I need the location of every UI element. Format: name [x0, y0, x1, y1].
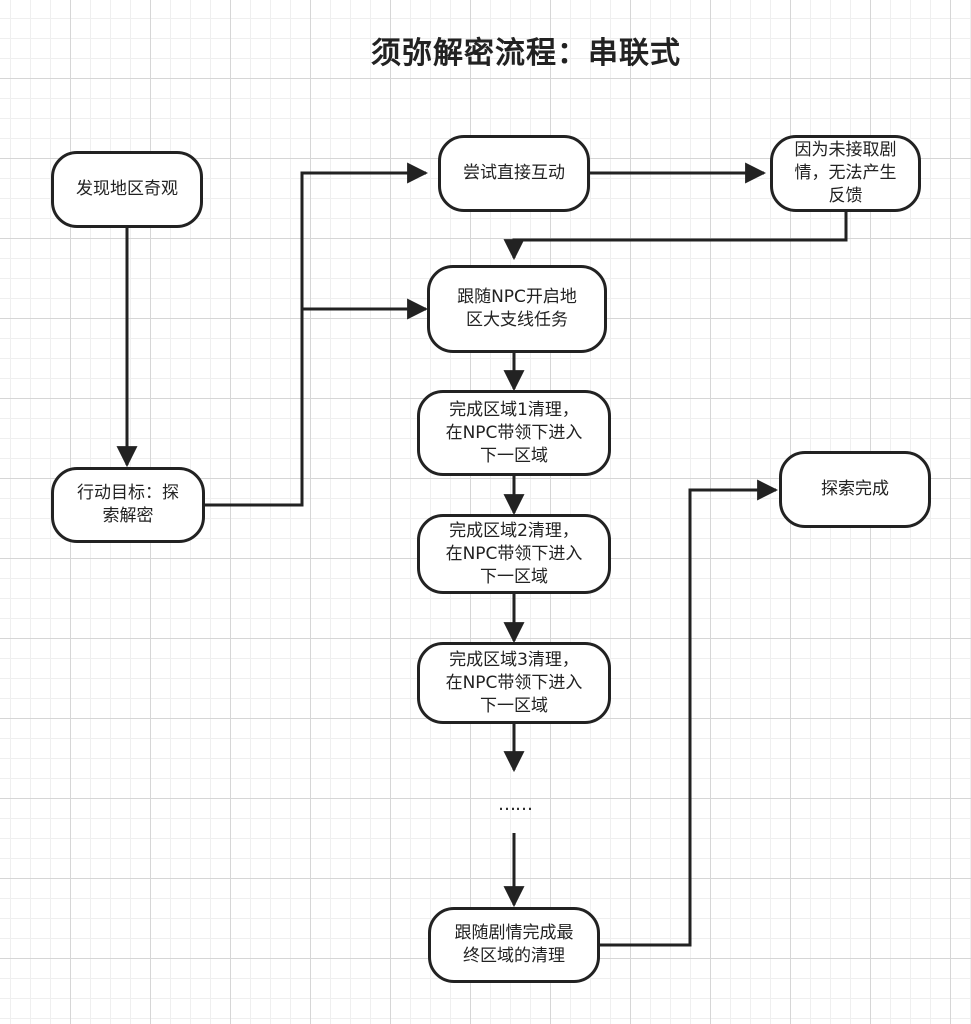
edge-goal-to-try	[205, 162, 429, 507]
node-exploration-done-label: 探索完成	[821, 479, 889, 499]
node-follow-npc[interactable]: 跟随NPC开启地 区大支线任务	[427, 265, 607, 353]
node-area-1[interactable]: 完成区域1清理， 在NPC带领下进入 下一区域	[417, 390, 611, 476]
ellipsis-text: ……	[498, 794, 533, 815]
node-try-interact[interactable]: 尝试直接互动	[438, 135, 590, 212]
node-area-1-label: 完成区域1清理， 在NPC带领下进入 下一区域	[445, 399, 583, 466]
edge-final-to-done	[600, 479, 779, 947]
node-action-goal-label: 行动目标：探 索解密	[77, 483, 179, 526]
node-area-2-label: 完成区域2清理， 在NPC带领下进入 下一区域	[445, 520, 583, 587]
node-final-area-label: 跟随剧情完成最 终区域的清理	[454, 923, 574, 966]
node-final-area[interactable]: 跟随剧情完成最 终区域的清理	[428, 907, 600, 983]
node-discover-wonder-label: 发现地区奇观	[76, 179, 178, 199]
diagram-title: 须弥解密流程：串联式	[371, 36, 681, 71]
node-try-interact-label: 尝试直接互动	[463, 163, 565, 183]
edge-nofeedback-to-follow	[503, 212, 848, 261]
node-follow-npc-label: 跟随NPC开启地 区大支线任务	[457, 287, 577, 330]
node-no-feedback-label: 因为未接取剧 情，无法产生 反馈	[794, 140, 897, 206]
node-exploration-done[interactable]: 探索完成	[779, 451, 931, 528]
node-action-goal[interactable]: 行动目标：探 索解密	[51, 467, 205, 543]
node-area-3[interactable]: 完成区域3清理， 在NPC带领下进入 下一区域	[417, 642, 611, 724]
node-area-3-label: 完成区域3清理， 在NPC带领下进入 下一区域	[445, 649, 583, 716]
node-discover-wonder[interactable]: 发现地区奇观	[51, 151, 203, 228]
node-no-feedback[interactable]: 因为未接取剧 情，无法产生 反馈	[770, 135, 921, 212]
node-area-2[interactable]: 完成区域2清理， 在NPC带领下进入 下一区域	[417, 514, 611, 594]
